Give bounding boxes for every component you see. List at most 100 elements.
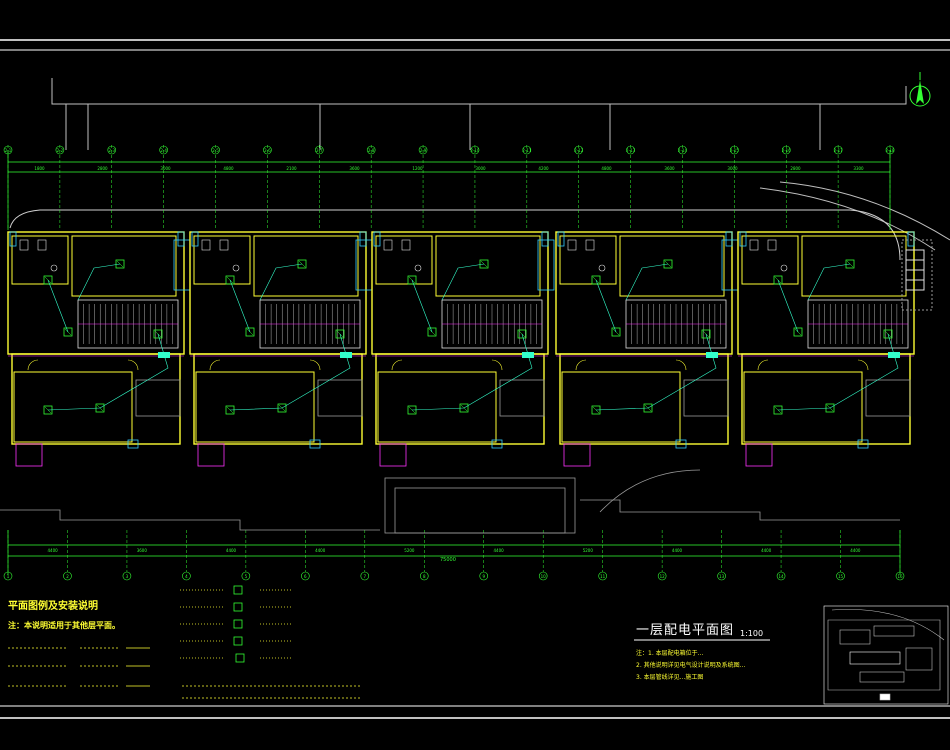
drawing-frame [0, 39, 950, 719]
axis-label: 4 [185, 574, 188, 579]
dimension-label: 3300 [853, 166, 864, 171]
dimension-label: 3000 [160, 166, 171, 171]
column [541, 231, 549, 247]
axis-label: 2-16 [782, 148, 792, 153]
room-south [377, 371, 497, 443]
light-fixture-icon [793, 327, 803, 337]
light-fixture-icon [611, 327, 621, 337]
plan-note-3: 3. 本层管线详见...施工图 [636, 674, 704, 681]
light-fixture-icon [517, 329, 527, 339]
room-south [195, 371, 315, 443]
building-unit [371, 231, 555, 467]
dimension-label: 4400 [672, 548, 683, 553]
axis-bubble [776, 571, 786, 581]
unit-lower-wall [11, 353, 181, 445]
axis-bubble [366, 145, 376, 155]
fixture [414, 264, 422, 272]
axis-bubble [781, 145, 791, 155]
axis-label: 8 [423, 574, 426, 579]
dimension-label: 3000 [727, 166, 738, 171]
axis-label: 10 [541, 574, 547, 579]
axis-label: 1 [7, 574, 10, 579]
axis-label: 13 [719, 574, 725, 579]
fixture [19, 239, 29, 251]
light-fixture-icon [153, 329, 163, 339]
right-wing-stair [901, 239, 933, 311]
unit-lower-wall [193, 353, 363, 445]
axis-bubble [63, 571, 72, 581]
light-fixture-icon [407, 275, 417, 285]
balcony [683, 379, 729, 417]
axis-label: 7 [364, 574, 367, 579]
light-fixture-icon [335, 329, 345, 339]
key-plan [823, 605, 949, 705]
dimension-label: 1800 [34, 166, 45, 171]
axis-label: 2-17 [834, 148, 844, 153]
entrance-step [15, 443, 43, 467]
dimension-label: 1200 [412, 166, 423, 171]
room-north [71, 235, 177, 297]
distribution-panel-icon [522, 352, 534, 358]
axis-bubble [626, 145, 635, 155]
axis-label: 2-12 [574, 148, 584, 153]
room-north [253, 235, 359, 297]
axis-bubble [717, 571, 726, 581]
axis-label: 11 [600, 574, 606, 579]
door-swing [27, 359, 39, 371]
axis-bubble [836, 571, 845, 581]
axis-label: 15 [838, 574, 844, 579]
unit-upper-wall [7, 231, 185, 355]
axis-bubble [241, 571, 251, 581]
entrance-step [197, 443, 225, 467]
legend-symbol-icon [233, 619, 243, 629]
room-south [743, 371, 863, 443]
axis-bubble [895, 571, 905, 581]
light-fixture-icon [43, 275, 53, 285]
axis-label: 2-11 [522, 148, 532, 153]
circuit-wiring [595, 263, 717, 411]
axis-label: 2-2 [57, 148, 64, 153]
axis-bubble [538, 571, 548, 581]
circuit-wiring [411, 263, 533, 411]
light-fixture-icon [225, 275, 235, 285]
building-units [7, 231, 915, 467]
building-unit [189, 231, 373, 467]
distribution-panel-icon [158, 352, 170, 358]
fixture [567, 239, 577, 251]
balcony [499, 379, 545, 417]
axis-label: 2-15 [730, 148, 740, 153]
fixture [749, 239, 759, 251]
legend-symbol-icon [233, 585, 243, 595]
axis-label: 3 [126, 574, 129, 579]
axis-bubble [159, 145, 168, 155]
fixture [780, 264, 788, 272]
door-swing [675, 359, 687, 371]
axis-bubble [418, 145, 428, 155]
fixture [585, 239, 595, 251]
column [9, 231, 17, 247]
dimension-label: 4400 [761, 548, 772, 553]
dimension-label: 2800 [97, 166, 108, 171]
room-bath [11, 235, 69, 285]
building-unit [7, 231, 191, 467]
plan-note-2: 2. 其他说明详见电气设计说明及系统图... [636, 662, 746, 669]
dimension-label: 4400 [315, 548, 326, 553]
axis-label: 2 [66, 574, 69, 579]
dimension-label: 3000 [475, 166, 486, 171]
room-bath [741, 235, 799, 285]
legend-note: 注：本说明适用于其他层平面。 [8, 621, 120, 630]
axis-bubble [263, 145, 272, 155]
light-fixture-icon [245, 327, 255, 337]
dimension-label: 4800 [601, 166, 612, 171]
dimension-label: 5200 [404, 548, 415, 553]
door-swing [857, 359, 869, 371]
light-fixture-icon [591, 275, 601, 285]
dimension-label: 3600 [349, 166, 360, 171]
distribution-panel-icon [706, 352, 718, 358]
light-fixture-icon [479, 259, 489, 269]
axis-bubble [211, 145, 220, 155]
window [675, 439, 687, 449]
axis-label: 2-3 [108, 148, 115, 153]
legend-symbol-icon [235, 653, 245, 663]
